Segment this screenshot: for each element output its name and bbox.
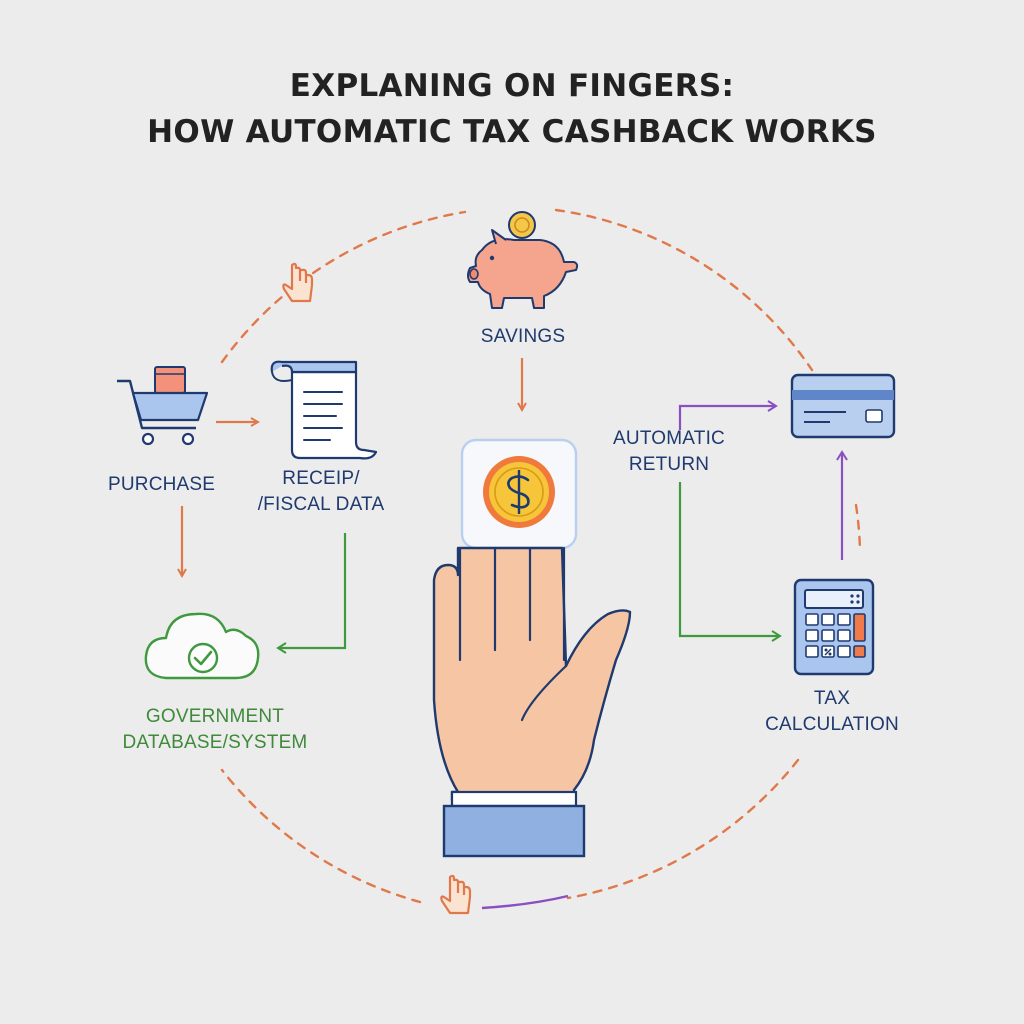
circular-flow xyxy=(220,208,862,904)
receipt-label-line-1: RECEIP/ xyxy=(282,468,360,489)
pointer-hand-icon xyxy=(282,262,314,303)
diagram-title-line-2: HOW AUTOMATIC TAX CASHBACK WORKS xyxy=(147,114,877,150)
piggy-bank-icon xyxy=(467,211,579,309)
cloud-check-icon xyxy=(144,612,260,680)
credit-card-icon xyxy=(790,373,896,439)
bottom-purple-segment xyxy=(481,894,569,910)
calculator-icon xyxy=(793,578,875,676)
automatic-return-label: AUTOMATIC RETURN xyxy=(594,426,744,478)
purchase-label: PURCHASE xyxy=(108,474,216,495)
coin-icon xyxy=(460,438,578,550)
diagram-title-line-1: EXPLANING ON FINGERS: xyxy=(289,68,735,104)
shopping-cart-icon xyxy=(117,366,209,446)
savings-label: SAVINGS xyxy=(480,326,566,347)
government-label-line-2: DATABASE/SYSTEM xyxy=(122,732,308,753)
return-to-tax-arrow xyxy=(678,482,782,642)
government-label: GOVERNMENT DATABASE/SYSTEM xyxy=(110,704,320,756)
government-label-line-1: GOVERNMENT xyxy=(145,706,285,727)
hand-icon xyxy=(432,546,632,858)
receipt-label-line-2: /FISCAL DATA xyxy=(257,494,385,515)
receipt-to-government-arrow xyxy=(276,533,347,654)
receipt-label: RECEIP/ /FISCAL DATA xyxy=(246,466,396,518)
automatic-return-label-line-1: AUTOMATIC xyxy=(613,428,725,449)
pointer-hand-icon xyxy=(440,874,472,915)
return-to-card-arrow xyxy=(678,400,778,430)
tax-calculation-label-line-1: TAX xyxy=(813,688,851,709)
tax-calculation-label-line-2: CALCULATION xyxy=(765,714,899,735)
receipt-icon xyxy=(270,360,378,460)
tax-calculation-label: TAX CALCULATION xyxy=(752,686,912,738)
automatic-return-label-line-2: RETURN xyxy=(628,454,710,475)
